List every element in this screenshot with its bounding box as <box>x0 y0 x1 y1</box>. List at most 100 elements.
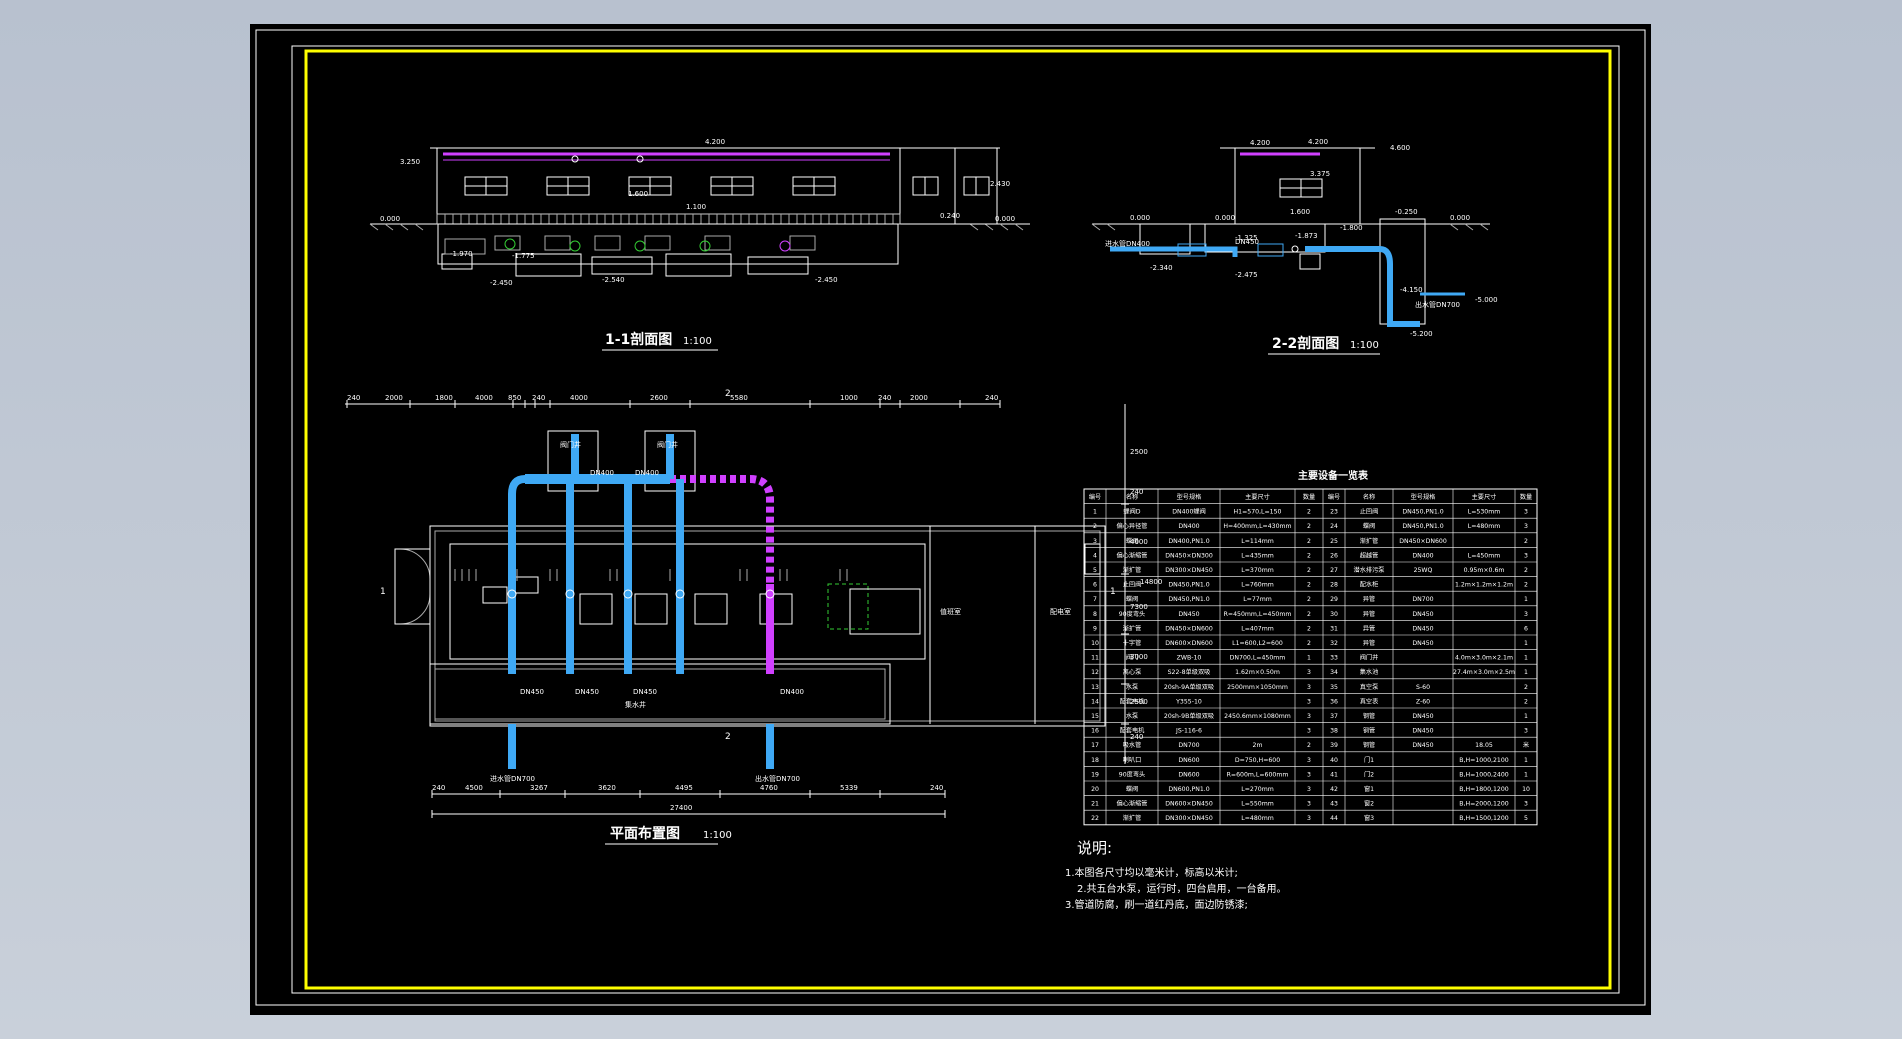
table-cell: 3 <box>1524 552 1528 559</box>
cad-drawing[interactable]: 4.200 3.250 2.430 1.600 1.100 0.240 0.00… <box>250 24 1651 1015</box>
svg-text:-0.250: -0.250 <box>1395 208 1418 216</box>
svg-text:3267: 3267 <box>530 784 548 792</box>
table-header-cell: 名称 <box>1126 493 1138 501</box>
table-cell: 2 <box>1524 567 1528 574</box>
section-scale: 1:100 <box>683 336 712 347</box>
table-header-cell: 数量 <box>1303 493 1315 501</box>
table-cell: 配水柜 <box>1360 581 1379 589</box>
table-cell: H=400mm,L=430mm <box>1223 523 1291 530</box>
table-header-cell: 型号规格 <box>1177 493 1203 501</box>
table-cell: 异管 <box>1363 639 1375 647</box>
svg-text:DN450: DN450 <box>520 688 544 696</box>
table-cell: 2 <box>1307 509 1311 516</box>
svg-text:-1.800: -1.800 <box>1340 224 1363 232</box>
table-cell: 离心泵 <box>1123 668 1142 676</box>
table-cell: 43 <box>1330 801 1338 808</box>
table-cell: 16 <box>1091 728 1099 735</box>
table-cell: 窗3 <box>1364 814 1374 822</box>
table-header-cell: 主要尺寸 <box>1472 493 1497 501</box>
svg-text:4000: 4000 <box>475 394 493 402</box>
table-cell: L=550mm <box>1241 801 1274 808</box>
table-cell: 2 <box>1307 640 1311 647</box>
table-cell: 1.62m×0.50m <box>1235 669 1280 676</box>
table-cell: 39 <box>1330 742 1338 749</box>
table-cell: 10 <box>1091 640 1099 647</box>
svg-text:4000: 4000 <box>570 394 588 402</box>
svg-text:0.000: 0.000 <box>1130 214 1150 222</box>
svg-text:0.000: 0.000 <box>1215 214 1235 222</box>
table-cell: 窗1 <box>1364 785 1374 793</box>
table-cell: 30 <box>1330 611 1338 618</box>
section-1-1-labels: 4.200 3.250 2.430 1.600 1.100 0.240 0.00… <box>380 138 1015 287</box>
table-cell: 12 <box>1091 669 1099 676</box>
table-cell: 2 <box>1307 611 1311 618</box>
section-mark: 2 <box>725 389 731 399</box>
section-1-1-title: 1-1剖面图 1:100 <box>602 331 718 351</box>
table-cell: 2 <box>1307 596 1311 603</box>
table-cell: 4 <box>1093 552 1097 559</box>
table-cell: 3 <box>1524 509 1528 516</box>
svg-text:-4.150: -4.150 <box>1400 286 1423 294</box>
svg-text:240: 240 <box>1130 488 1143 496</box>
table-cell: 20 <box>1091 786 1099 793</box>
elev-label: 0.240 <box>940 212 960 220</box>
svg-text:14800: 14800 <box>1140 578 1162 586</box>
table-cell: 十字管 <box>1123 639 1142 647</box>
table-cell: 40 <box>1330 757 1338 764</box>
table-cell: 44 <box>1330 815 1338 822</box>
windows-1-1 <box>464 176 990 196</box>
table-cell: 17 <box>1091 742 1099 749</box>
table-cell: 潜水排污泵 <box>1354 566 1385 574</box>
svg-text:3620: 3620 <box>598 784 616 792</box>
svg-text:5339: 5339 <box>840 784 858 792</box>
table-cell: 11 <box>1091 655 1099 662</box>
table-cell: 29 <box>1330 596 1338 603</box>
table-cell: 3 <box>1307 684 1311 691</box>
table-cell: 20sh-9A单级双吸 <box>1164 683 1214 691</box>
section-title: 2-2剖面图 <box>1272 335 1339 352</box>
table-cell: 渐扩管 <box>1360 537 1379 545</box>
svg-text:240: 240 <box>532 394 545 402</box>
svg-text:1800: 1800 <box>435 394 453 402</box>
table-cell: DN450 <box>1412 728 1433 735</box>
table-cell: 真空泵 <box>1360 683 1379 691</box>
table-cell: 3 <box>1307 698 1311 705</box>
table-cell: 9 <box>1093 625 1097 632</box>
table-cell: 15 <box>1091 713 1099 720</box>
table-cell: 90度弯头 <box>1119 770 1145 778</box>
elev-label: 0.000 <box>995 215 1015 223</box>
table-cell: L=270mm <box>1241 786 1274 793</box>
table-cell: 38 <box>1330 728 1338 735</box>
room-label: 值班室 <box>940 607 961 616</box>
cad-viewport[interactable]: 4.200 3.250 2.430 1.600 1.100 0.240 0.00… <box>250 24 1651 1015</box>
table-cell: 偏心渐缩管 <box>1117 800 1148 808</box>
svg-text:850: 850 <box>508 394 521 402</box>
table-cell: 阀门井 <box>1360 654 1379 662</box>
table-cell: 6 <box>1093 582 1097 589</box>
table-cell: L1=600,L2=600 <box>1232 640 1283 647</box>
notes-block: 说明: 1.本图各尺寸均以毫米计，标高以米计; 2.共五台水泵，运行时，四台启用… <box>1065 839 1287 911</box>
table-cell: 1 <box>1524 669 1528 676</box>
table-cell: 超越管 <box>1360 551 1379 559</box>
elev-label: -2.450 <box>815 276 838 284</box>
table-cell: 3 <box>1307 786 1311 793</box>
table-cell: 门1 <box>1364 756 1374 764</box>
table-cell: Z-60 <box>1416 698 1430 705</box>
table-cell: 26 <box>1330 552 1338 559</box>
svg-text:4.200: 4.200 <box>1250 139 1270 147</box>
table-cell: B,H=2000,1200 <box>1459 801 1509 808</box>
outer-frame <box>255 29 1646 1006</box>
table-cell: L=407mm <box>1241 625 1274 632</box>
table-cell: 20sh-9B单级双吸 <box>1164 712 1214 720</box>
table-cell: 蝶阀D <box>1123 508 1140 516</box>
svg-text:2600: 2600 <box>650 394 668 402</box>
table-cell: R=450mm,L=450mm <box>1224 611 1292 618</box>
table-cell: DN600×DN600 <box>1165 640 1213 647</box>
table-header-cell: 编号 <box>1089 493 1101 501</box>
table-cell: DN300×DN450 <box>1165 815 1213 822</box>
table-cell: B,H=1500,1200 <box>1459 815 1509 822</box>
table-cell: L=480mm <box>1241 815 1274 822</box>
table-cell: 2 <box>1307 567 1311 574</box>
table-cell: 18.05 <box>1475 742 1493 749</box>
table-cell: DN400,PN1.0 <box>1168 538 1209 545</box>
